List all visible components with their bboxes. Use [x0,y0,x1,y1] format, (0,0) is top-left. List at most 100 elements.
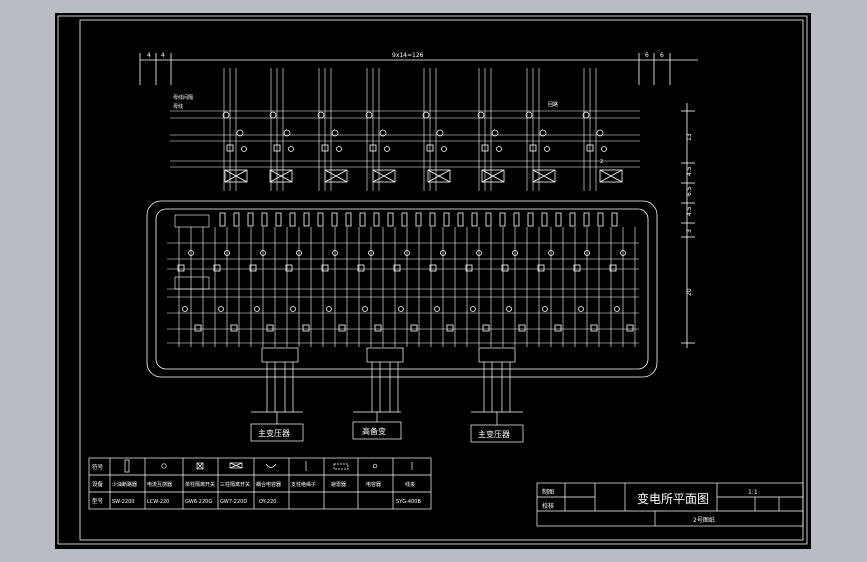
gantry-brace [599,169,623,183]
ct-icon [440,250,446,256]
isolator-icon [586,144,594,152]
gantry-frame [481,169,505,183]
legend-model-5: OY-220 [259,499,276,505]
isolator-icon [573,264,581,272]
gantry-brace [224,169,248,183]
insulator-icon [597,212,604,227]
ct-icon [542,306,548,312]
dim-left-a: 4 [147,52,151,59]
ct-icon [331,129,339,137]
legend-header-model: 型号 [92,497,104,505]
ct-icon [506,306,512,312]
ct-icon [182,306,188,312]
isolator-icon [393,264,401,272]
ct-icon [188,250,194,256]
isolator-icon [609,264,617,272]
legend-model-2: LCW-220 [147,499,169,505]
isolator-icon [554,324,562,332]
legend-device-8: 电容器 [366,481,381,488]
insulator-icon [261,212,268,227]
gantry-frame [372,169,396,183]
isolator-icon [357,264,365,272]
isolator3-symbol-icon [229,462,243,469]
capacitor-symbol-icon [265,463,277,468]
legend-header-symbol: 符号 [92,463,104,471]
dim-right-b: 6 [660,52,664,59]
insulator-icon [317,212,324,227]
ct-icon [548,250,554,256]
drawing-scale: 1:1 [748,489,758,496]
ct-icon [269,111,277,119]
top-dimension: 4 4 9x14=126 6 6 [139,52,698,85]
insulator-icon [555,212,562,227]
insulator-icon [513,212,520,227]
callout-2: 2 [600,159,603,165]
insulator-icon [233,212,240,227]
drawing-title: 变电所平面图 [637,491,709,506]
ct-icon [601,146,607,152]
ct-icon [434,306,440,312]
gantry-brace [324,169,348,183]
insulator-icon [443,212,450,227]
insulator-icon [457,212,464,227]
feeder-box-left [261,347,299,363]
equipment-legend-table: 符号 设备 型号 少油断路器 电流互感器 单柱隔离开关 三柱隔离开关 耦合电容器… [88,457,432,510]
dim-right-a: 6 [645,52,649,59]
drawing-viewport[interactable]: 4 4 9x14=126 6 6 13 4.5 6.5 4.5 3 20 母线间… [55,13,811,549]
ct-icon [254,306,260,312]
gantry-frame [324,169,348,183]
ct-icon [379,129,387,137]
insulator-icon [541,212,548,227]
ct-icon [539,129,547,137]
ct-icon [436,129,444,137]
ct-icon [317,111,325,119]
dim-v-2: 4.5 [686,166,693,176]
legend-model-9: SYG-400B [396,499,421,505]
right-dimension: 13 4.5 6.5 4.5 3 20 [681,103,695,348]
ct-icon [241,146,247,152]
ct-icon [365,111,373,119]
transformer-label-left: 主变压器 [258,428,290,438]
isolator-icon [369,144,377,152]
ct-icon [620,250,626,256]
ct-icon [368,250,374,256]
insulator-icon [303,212,310,227]
isolator-icon [529,144,537,152]
ct-icon [404,250,410,256]
gantry-frame [532,169,556,183]
gantry-frame [269,169,293,183]
upper-equipment-symbols [222,111,607,152]
isolator-icon [177,264,185,272]
gantry-brace [481,169,505,183]
isolator-icon [273,144,281,152]
insulator-row [219,212,618,227]
ct-icon [614,306,620,312]
dim-left-b: 4 [161,52,165,59]
isolator-icon [249,264,257,272]
dim-v-5: 3 [686,229,693,233]
title-label-check: 校核 [542,502,554,510]
bus-sublabel: 母线 [173,103,183,110]
ct-icon [584,250,590,256]
ct-icon [224,250,230,256]
gantry-brace [372,169,396,183]
ct-icon [578,306,584,312]
ct-icon [218,306,224,312]
ct-icon [296,250,302,256]
isolator-icon [446,324,454,332]
isolator-icon [590,324,598,332]
dim-v-3: 6.5 [686,186,693,196]
isolator-icon [426,144,434,152]
isolator-icon [285,264,293,272]
ct-icon [512,250,518,256]
isolator-icon [410,324,418,332]
cap2-symbol-icon [372,463,378,469]
substation-fence-inner [155,208,649,370]
legend-device-9: 线夹 [405,481,415,488]
isolator-icon [537,264,545,272]
insulator-icon [499,212,506,227]
transformer-label-right: 主变压器 [478,429,510,439]
sheet-size: 2号图纸 [693,516,715,524]
ct-icon [290,306,296,312]
upper-line-conductors [223,68,597,191]
